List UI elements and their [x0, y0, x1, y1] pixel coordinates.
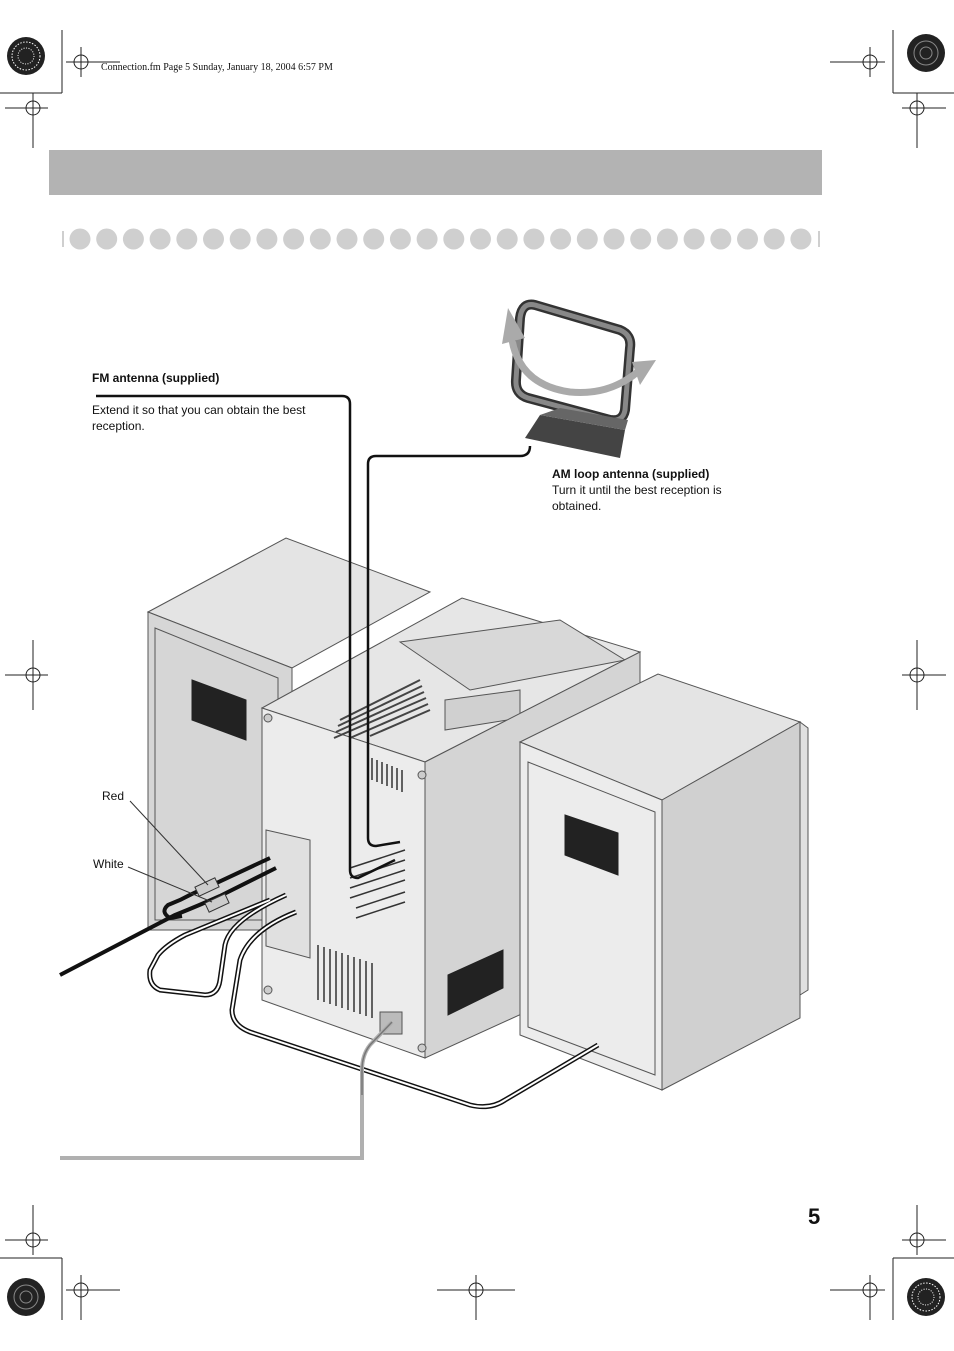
- am-antenna-desc-line1: Turn it until the best reception is: [552, 483, 722, 497]
- decorative-dot: [496, 228, 518, 250]
- decorative-dot: [550, 228, 572, 250]
- white-cable-label: White: [93, 857, 124, 871]
- print-header-line: Connection.fm Page 5 Sunday, January 18,…: [101, 62, 333, 73]
- am-antenna-wire: [366, 445, 532, 848]
- crop-lines: [0, 30, 954, 1320]
- am-antenna-description: Turn it until the best reception is obta…: [552, 482, 722, 514]
- decorative-dot: [283, 228, 305, 250]
- decorative-dot: [737, 228, 758, 250]
- power-cord: [60, 1020, 394, 1160]
- decorative-dot-row: [62, 228, 820, 250]
- red-cable-label: Red: [102, 789, 125, 803]
- decorative-dot: [603, 228, 625, 250]
- am-antenna-title: AM loop antenna (supplied): [552, 467, 710, 481]
- decorative-dot: [523, 228, 545, 250]
- decorative-dot: [683, 228, 705, 250]
- section-header-bar: [49, 150, 822, 195]
- audio-cables: [59, 856, 277, 977]
- fm-antenna-desc-line2: reception.: [92, 419, 145, 433]
- decorative-dot: [96, 228, 118, 250]
- sunburst-mark-bottom-right: [907, 1278, 945, 1316]
- page-number: 5: [808, 1204, 821, 1229]
- decorative-dot: [336, 228, 358, 250]
- decorative-dot: [443, 228, 465, 250]
- fm-antenna-description: Extend it so that you can obtain the bes…: [92, 402, 305, 434]
- decorative-dot: [710, 228, 732, 250]
- speaker-cables: [147, 892, 600, 1110]
- decorative-dot: [656, 228, 678, 250]
- right-speaker: [518, 673, 809, 1091]
- fm-antenna-wire: [96, 394, 396, 880]
- sunburst-mark-top-left: [7, 37, 45, 75]
- decorative-dot: [122, 228, 144, 250]
- fm-antenna-desc-line1: Extend it so that you can obtain the bes…: [92, 403, 306, 417]
- decorative-dot: [630, 228, 652, 250]
- sunburst-mark-top-right: [907, 34, 945, 72]
- decorative-dot: [363, 228, 385, 250]
- decorative-dot: [790, 228, 812, 250]
- label-pointer-lines: [127, 800, 213, 903]
- decorative-dot: [576, 228, 598, 250]
- decorative-dot: [229, 228, 251, 250]
- decorative-dot: [256, 228, 278, 250]
- am-antenna-desc-line2: obtained.: [552, 499, 602, 513]
- am-loop-antenna: [502, 299, 656, 458]
- left-speaker: [146, 537, 432, 931]
- fm-antenna-title: FM antenna (supplied): [92, 371, 220, 385]
- decorative-dot: [389, 228, 411, 250]
- decorative-dot: [176, 228, 198, 250]
- decorative-dot: [470, 228, 491, 250]
- decorative-dot: [203, 228, 224, 250]
- decorative-dot: [149, 228, 171, 250]
- decorative-dot: [309, 228, 331, 250]
- decorative-dot: [69, 228, 91, 250]
- decorative-dot: [763, 228, 785, 250]
- crosshair-marks: [5, 47, 946, 1320]
- sunburst-mark-bottom-left: [7, 1278, 45, 1316]
- decorative-dot: [416, 228, 438, 250]
